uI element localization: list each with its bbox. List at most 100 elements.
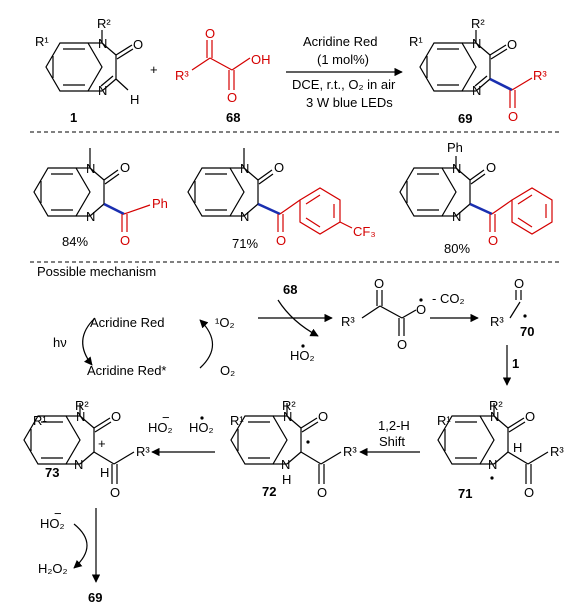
catalyst-loading: (1 mol%) bbox=[317, 52, 369, 67]
hydroperoxyl-label: HO₂ bbox=[189, 420, 214, 435]
atom-h: H bbox=[513, 440, 522, 455]
atom-n: N bbox=[452, 209, 461, 224]
phenyl-label: Ph bbox=[447, 140, 463, 155]
atom-n: N bbox=[472, 83, 481, 98]
atom-n: N bbox=[74, 457, 83, 472]
r1-label: R¹ bbox=[33, 413, 47, 428]
oh-label: OH bbox=[251, 52, 271, 67]
atom-o: O bbox=[317, 485, 327, 500]
cation-plus: + bbox=[98, 436, 106, 451]
atom-o: O bbox=[524, 485, 534, 500]
compound-label-69: 69 bbox=[88, 590, 102, 605]
catalyst-label: Acridine Red bbox=[303, 34, 377, 49]
atom-h: H bbox=[100, 465, 109, 480]
atom-n: N bbox=[240, 209, 249, 224]
r3-label: R³ bbox=[490, 314, 504, 329]
yield-label: 80% bbox=[444, 241, 470, 256]
intermediate-71-structure bbox=[437, 403, 549, 484]
compound-label-71: 71 bbox=[458, 486, 472, 501]
atom-o: O bbox=[133, 37, 143, 52]
atom-o: O bbox=[488, 233, 498, 248]
substituent-label: Ph bbox=[152, 196, 168, 211]
atom-n: N bbox=[98, 36, 107, 51]
r2-label: R² bbox=[489, 398, 503, 413]
product-69-structure bbox=[419, 30, 533, 108]
atom-n: N bbox=[281, 457, 290, 472]
atom-o: O bbox=[525, 409, 535, 424]
example-1-structure bbox=[33, 148, 151, 232]
catalyst-label: Acridine Red bbox=[90, 315, 164, 330]
compound-label-70: 70 bbox=[520, 324, 534, 339]
r2-label: R² bbox=[75, 398, 89, 413]
excited-catalyst-label: Acridine Red* bbox=[87, 363, 167, 378]
singlet-oxygen-label: ¹O₂ bbox=[215, 315, 235, 330]
shift-label: Shift bbox=[379, 434, 405, 449]
r2-label: R² bbox=[97, 16, 111, 31]
conditions-label: DCE, r.t., O₂ in air bbox=[292, 77, 396, 92]
r3-label: R³ bbox=[343, 444, 357, 459]
atom-o: O bbox=[111, 409, 121, 424]
r3-label: R³ bbox=[175, 68, 189, 83]
atom-o: O bbox=[205, 26, 215, 41]
reactant-1-structure bbox=[45, 30, 134, 92]
atom-n: N bbox=[490, 409, 499, 424]
oxygen-label: O₂ bbox=[220, 363, 235, 378]
shift-label: 1,2-H bbox=[378, 418, 410, 433]
intermediate-73-structure bbox=[23, 403, 135, 484]
compound-label-69: 69 bbox=[458, 111, 472, 126]
acyl-radical-structure bbox=[509, 290, 522, 319]
anion-minus: − bbox=[54, 506, 62, 521]
atom-o: O bbox=[276, 233, 286, 248]
anion-minus: − bbox=[162, 410, 170, 425]
atom-n: N bbox=[472, 36, 481, 51]
atom-h: H bbox=[282, 472, 291, 487]
atom-o: O bbox=[508, 109, 518, 124]
hv-label: hν bbox=[53, 335, 67, 350]
r1-label: R¹ bbox=[230, 413, 244, 428]
r1-label: R¹ bbox=[437, 413, 451, 428]
r2-label: R² bbox=[471, 16, 485, 31]
r1-label: R¹ bbox=[35, 34, 49, 49]
r3-label: R³ bbox=[550, 444, 564, 459]
light-label: 3 W blue LEDs bbox=[306, 95, 393, 110]
atom-o: O bbox=[120, 233, 130, 248]
r3-label: R³ bbox=[341, 314, 355, 329]
atom-n: N bbox=[86, 209, 95, 224]
photocatalytic-cycle bbox=[82, 317, 214, 369]
r1-label: R¹ bbox=[409, 34, 423, 49]
r3-label: R³ bbox=[533, 68, 547, 83]
intermediate-72-structure bbox=[230, 403, 342, 484]
atom-n: N bbox=[76, 409, 85, 424]
compound-label-68: 68 bbox=[226, 110, 240, 125]
hydrogen-peroxide-label: H₂O₂ bbox=[38, 561, 68, 576]
yield-label: 84% bbox=[62, 234, 88, 249]
atom-o: O bbox=[397, 337, 407, 352]
atom-n: N bbox=[488, 457, 497, 472]
hydroperoxyl-label: HO₂ bbox=[290, 348, 315, 363]
atom-h: H bbox=[130, 92, 139, 107]
compound-label-72: 72 bbox=[262, 484, 276, 499]
co2-loss-label: - CO₂ bbox=[432, 291, 465, 306]
hydroperoxyl-anion-label: HO₂ bbox=[40, 516, 65, 531]
r2-label: R² bbox=[282, 398, 296, 413]
atom-o: O bbox=[374, 276, 384, 291]
atom-n: N bbox=[452, 161, 461, 176]
atom-o: O bbox=[110, 485, 120, 500]
atom-n: N bbox=[86, 161, 95, 176]
compound-label-1: 1 bbox=[512, 356, 519, 371]
compound-label-73: 73 bbox=[45, 465, 59, 480]
atom-o: O bbox=[416, 302, 426, 317]
atom-n: N bbox=[98, 83, 107, 98]
atom-o: O bbox=[486, 160, 496, 175]
compound-label-1: 1 bbox=[70, 110, 77, 125]
atom-o: O bbox=[514, 276, 524, 291]
mechanism-heading: Possible mechanism bbox=[37, 264, 156, 279]
atom-n: N bbox=[240, 161, 249, 176]
plus-sign: + bbox=[150, 62, 158, 77]
yield-label: 71% bbox=[232, 236, 258, 251]
substituent-label: CF₃ bbox=[353, 224, 376, 239]
atom-o: O bbox=[227, 90, 237, 105]
atom-o: O bbox=[120, 160, 130, 175]
atom-o: O bbox=[274, 160, 284, 175]
